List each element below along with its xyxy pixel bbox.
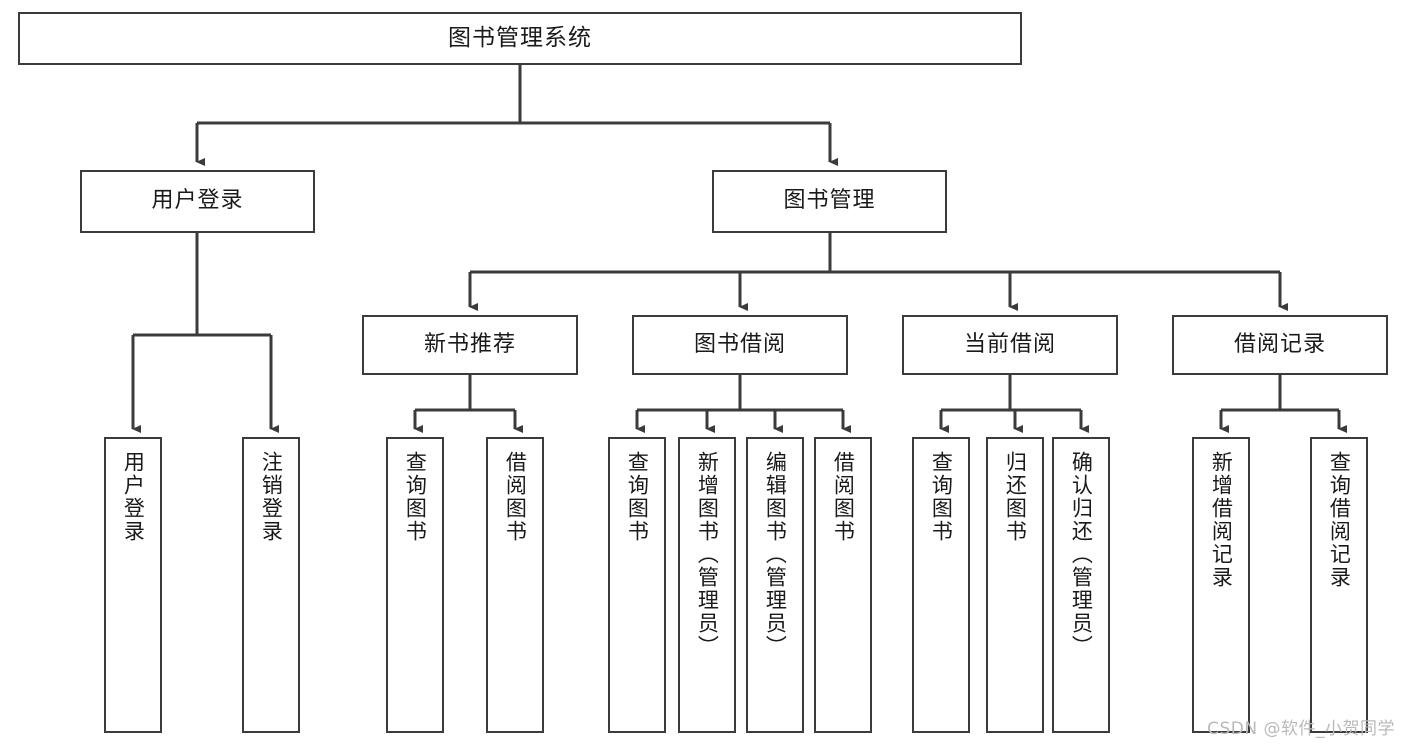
leaf-user-login[interactable]: 用户登录 [104, 437, 162, 733]
leaf-edit-book-admin-label: 编辑图书（管理员） [763, 451, 788, 658]
leaf-borrow-book-label: 借阅图书 [831, 451, 856, 543]
leaf-return-book[interactable]: 归还图书 [986, 437, 1044, 733]
leaf-add-book-admin[interactable]: 新增图书（管理员） [678, 437, 736, 733]
node-current-borrow-label: 当前借阅 [963, 331, 1056, 357]
leaf-query-book-current-label: 查询图书 [929, 451, 954, 543]
node-root-system[interactable]: 图书管理系统 [18, 12, 1022, 65]
leaf-logout[interactable]: 注销登录 [242, 437, 300, 733]
node-user-login-label: 用户登录 [151, 188, 244, 214]
leaf-borrow-book-recommend[interactable]: 借阅图书 [486, 437, 544, 733]
leaf-borrow-book-recommend-label: 借阅图书 [503, 451, 528, 543]
leaf-logout-label: 注销登录 [259, 451, 284, 543]
leaf-confirm-return-admin-label: 确认归还（管理员） [1069, 451, 1094, 658]
leaf-return-book-label: 归还图书 [1003, 451, 1028, 543]
leaf-add-borrow-record-label: 新增借阅记录 [1209, 451, 1234, 589]
node-borrow-record[interactable]: 借阅记录 [1172, 315, 1388, 375]
leaf-query-book-borrow[interactable]: 查询图书 [608, 437, 666, 733]
node-book-manage[interactable]: 图书管理 [712, 170, 947, 233]
leaf-query-book-borrow-label: 查询图书 [625, 451, 650, 543]
leaf-query-book-recommend-label: 查询图书 [403, 451, 428, 543]
leaf-confirm-return-admin[interactable]: 确认归还（管理员） [1052, 437, 1110, 733]
node-borrow-record-label: 借阅记录 [1233, 331, 1326, 357]
leaf-user-login-label: 用户登录 [121, 451, 146, 543]
leaf-add-borrow-record[interactable]: 新增借阅记录 [1192, 437, 1250, 733]
node-book-borrow[interactable]: 图书借阅 [632, 315, 848, 375]
leaf-query-book-current[interactable]: 查询图书 [912, 437, 970, 733]
leaf-query-book-recommend[interactable]: 查询图书 [386, 437, 444, 733]
node-new-book-recommend-label: 新书推荐 [423, 331, 516, 357]
leaf-borrow-book[interactable]: 借阅图书 [814, 437, 872, 733]
node-new-book-recommend[interactable]: 新书推荐 [362, 315, 578, 375]
node-current-borrow[interactable]: 当前借阅 [902, 315, 1118, 375]
leaf-query-borrow-record-label: 查询借阅记录 [1327, 451, 1352, 589]
node-user-login[interactable]: 用户登录 [80, 170, 315, 233]
node-root-label: 图书管理系统 [448, 24, 592, 51]
node-book-manage-label: 图书管理 [783, 188, 876, 214]
leaf-query-borrow-record[interactable]: 查询借阅记录 [1310, 437, 1368, 733]
leaf-add-book-admin-label: 新增图书（管理员） [695, 451, 720, 658]
node-book-borrow-label: 图书借阅 [693, 331, 786, 357]
leaf-edit-book-admin[interactable]: 编辑图书（管理员） [746, 437, 804, 733]
